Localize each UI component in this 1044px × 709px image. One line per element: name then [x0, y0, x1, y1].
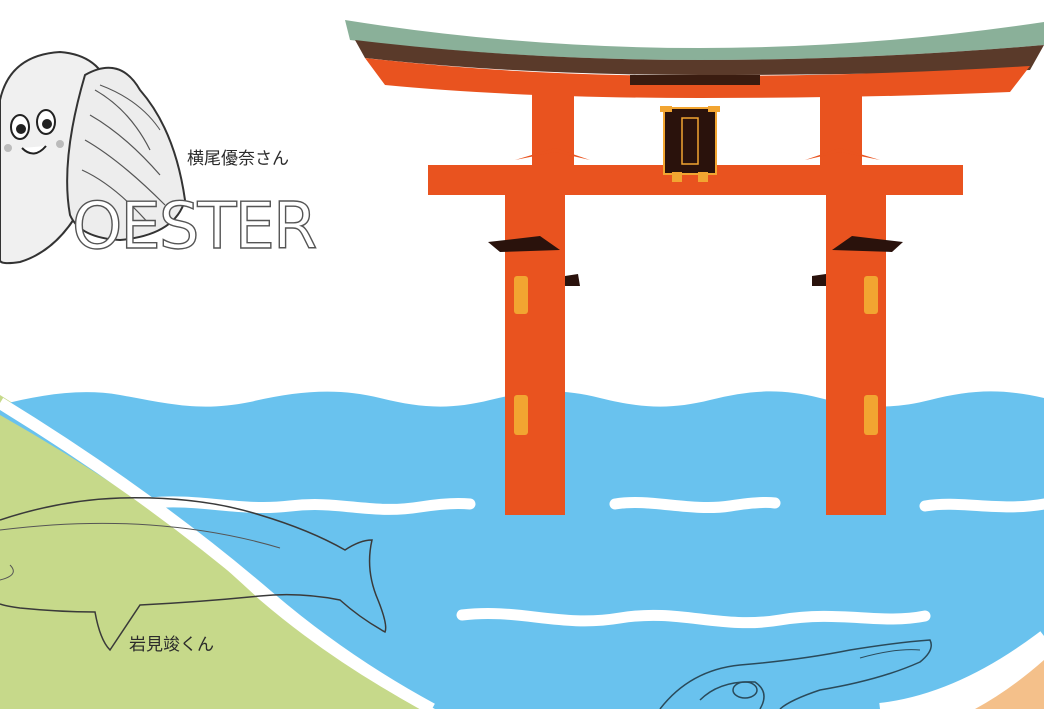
wave-line — [609, 496, 781, 514]
oester-logo-text: OESTER — [72, 190, 316, 264]
wave-line — [919, 498, 1044, 513]
peach-corner — [975, 660, 1044, 709]
sea — [0, 391, 1044, 709]
oyster-artist-caption: 横尾優奈さん — [187, 149, 289, 169]
boundary-arc — [0, 397, 435, 709]
whale-artist-caption: 岩見竣くん — [129, 635, 214, 655]
wave-line — [456, 607, 931, 629]
